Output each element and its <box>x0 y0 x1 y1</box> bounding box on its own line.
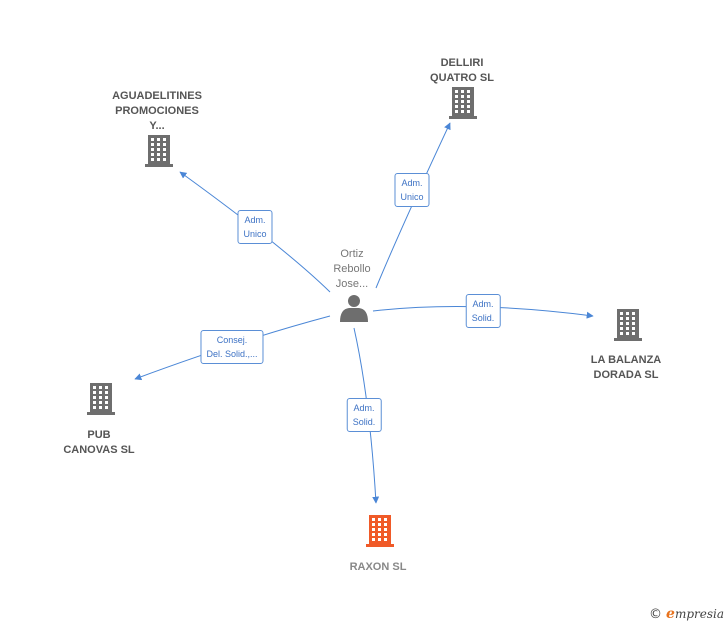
company-label-delliri: DELLIRI QUATRO SL <box>430 56 494 86</box>
edge-label-aguadelitines[interactable]: Adm. Unico <box>237 210 273 244</box>
company-label-aguadelitines-line: Y... <box>149 120 165 132</box>
building-icon[interactable] <box>366 515 394 547</box>
company-label-labalanza-line: LA BALANZA <box>590 354 662 366</box>
company-label-aguadelitines-line: PROMOCIONES <box>115 105 199 117</box>
edge-label-line: Adm. <box>244 215 266 225</box>
person-icon[interactable] <box>340 295 368 322</box>
company-label-pub: PUB CANOVAS SL <box>63 428 134 458</box>
edge-label-line: Adm. <box>472 299 494 309</box>
brand-logo-initial: e <box>666 606 675 622</box>
center-person-label-line: Jose... <box>335 278 369 290</box>
company-label-raxon-line: RAXON SL <box>349 561 407 573</box>
footer-brand: ©empresia <box>649 606 724 622</box>
edge-label-line: Del. Solid.,... <box>206 349 258 359</box>
company-label-aguadelitines-line: AGUADELITINES <box>112 90 202 102</box>
edge-label-line: Unico <box>243 229 267 239</box>
center-person-label-line: Rebollo <box>333 263 371 275</box>
edge-label-delliri[interactable]: Adm. Unico <box>394 173 430 207</box>
copyright-symbol: © <box>649 607 663 622</box>
edge-label-line: Consej. <box>216 335 248 345</box>
company-label-aguadelitines: AGUADELITINES PROMOCIONES Y... <box>112 89 202 134</box>
company-label-pub-line: PUB <box>87 429 111 441</box>
edge-label-labalanza[interactable]: Adm. Solid. <box>465 294 501 328</box>
edge-label-line: Solid. <box>471 313 495 323</box>
company-label-labalanza-line: DORADA SL <box>593 369 659 381</box>
company-label-delliri-line: QUATRO SL <box>430 72 494 84</box>
edge-label-line: Adm. <box>353 403 375 413</box>
building-icon[interactable] <box>614 309 642 341</box>
edge-label-raxon[interactable]: Adm. Solid. <box>346 398 382 432</box>
building-icon[interactable] <box>87 383 115 415</box>
building-icon[interactable] <box>449 87 477 119</box>
company-label-delliri-line: DELLIRI <box>440 57 484 69</box>
building-icon[interactable] <box>145 135 173 167</box>
edge-label-line: Adm. <box>401 178 423 188</box>
center-person-label-line: Ortiz <box>340 248 364 260</box>
edge-label-line: Unico <box>400 192 424 202</box>
brand-logo-text: mpresia <box>674 607 724 621</box>
company-label-raxon: RAXON SL <box>350 560 407 575</box>
edge-delliri <box>375 122 451 289</box>
company-label-pub-line: CANOVAS SL <box>63 444 135 456</box>
edge-label-pub[interactable]: Consej. Del. Solid.,... <box>200 330 264 364</box>
edge-label-line: Solid. <box>352 417 376 427</box>
company-label-labalanza: LA BALANZA DORADA SL <box>591 353 661 383</box>
